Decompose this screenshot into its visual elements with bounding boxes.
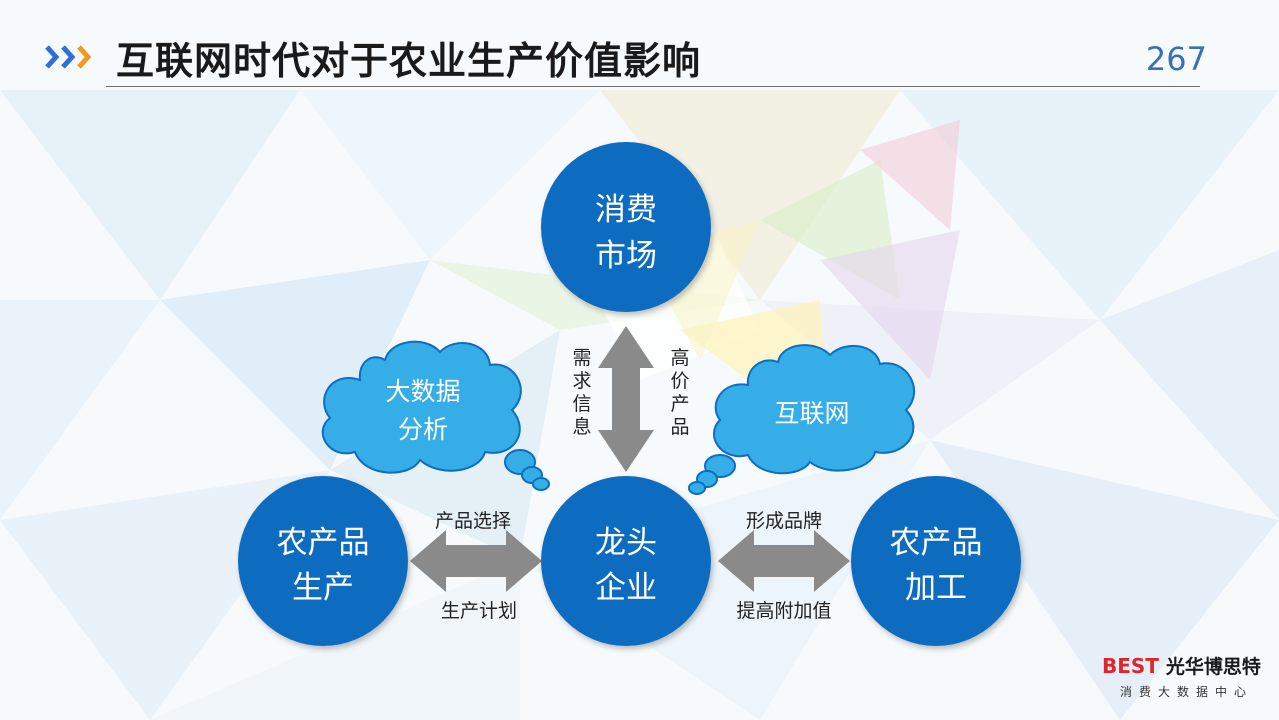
branding-label: 形成品牌	[746, 510, 822, 532]
production-node-label-2: 生产	[292, 570, 354, 606]
premium-products-char: 产	[670, 393, 689, 415]
production-node	[238, 476, 408, 646]
logo-brand-mark: BEST	[1102, 654, 1159, 678]
production-plan-label: 生产计划	[441, 600, 517, 622]
demand-info-char: 需	[572, 347, 591, 369]
premium-products-char: 品	[670, 416, 689, 438]
processing-node-label-2: 加工	[905, 570, 967, 606]
bigdata-cloud	[321, 340, 550, 491]
market-node	[541, 142, 711, 312]
market-node-label: 消费	[595, 192, 657, 228]
page-number: 267	[1145, 40, 1207, 78]
processing-node	[851, 476, 1021, 646]
demand-info-char: 信	[572, 393, 591, 415]
logo-wordmark: BEST 光华博思特	[1102, 652, 1261, 679]
internet-cloud-label: 互联网	[774, 399, 849, 428]
right-double-arrow	[718, 530, 850, 592]
title-divider	[106, 86, 1200, 87]
production-node-label: 农产品	[277, 525, 370, 561]
logo-subtitle: 消费大数据中心	[1120, 685, 1254, 699]
left-double-arrow	[410, 530, 542, 592]
internet-cloud	[688, 344, 916, 495]
bigdata-cloud-label: 大数据	[385, 377, 460, 406]
premium-products-char: 价	[670, 370, 689, 392]
bigdata-cloud-label-2: 分析	[398, 415, 448, 444]
vertical-double-arrow	[598, 326, 654, 472]
value-added-label: 提高附加值	[736, 600, 831, 622]
premium-products-char: 高	[670, 347, 689, 369]
demand-info-char: 息	[572, 416, 591, 438]
page-title: 互联网时代对于农业生产价值影响	[116, 39, 702, 83]
company-logo: BEST 光华博思特 消费大数据中心	[1102, 652, 1272, 702]
product-selection-label: 产品选择	[435, 510, 511, 532]
logo-company-name: 光华博思特	[1165, 656, 1261, 678]
leader-node-label: 龙头	[595, 525, 657, 561]
chevron-right-icon	[45, 45, 92, 69]
market-node-label-2: 市场	[595, 238, 657, 274]
demand-info-char: 求	[572, 370, 591, 392]
leader-node	[541, 476, 711, 646]
processing-node-label: 农产品	[890, 525, 983, 561]
leader-node-label-2: 企业	[595, 570, 657, 606]
